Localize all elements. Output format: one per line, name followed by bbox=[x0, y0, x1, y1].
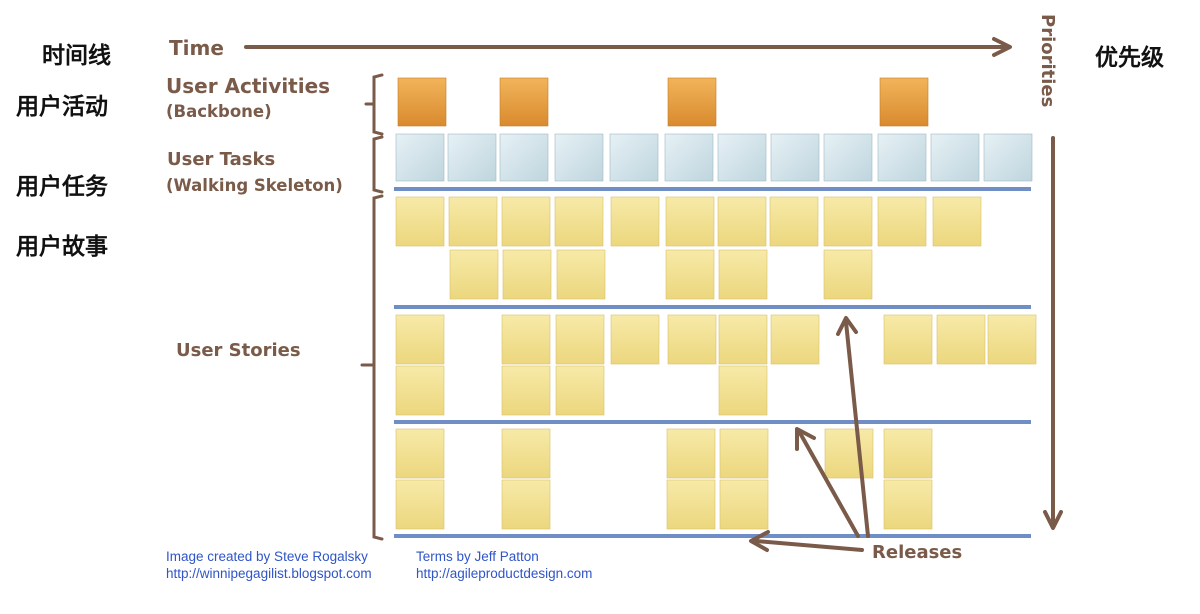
story-note bbox=[719, 479, 769, 530]
story-note bbox=[883, 428, 933, 479]
story-note bbox=[666, 479, 716, 530]
task-note bbox=[877, 133, 927, 182]
story-notes bbox=[395, 196, 1037, 530]
priorities-label: Priorities bbox=[1037, 14, 1058, 108]
story-note bbox=[501, 479, 551, 530]
story-note bbox=[665, 249, 715, 300]
stories-label: User Stories bbox=[176, 340, 301, 361]
story-note bbox=[501, 365, 551, 416]
story-note bbox=[555, 365, 605, 416]
story-note bbox=[824, 428, 874, 479]
story-note bbox=[718, 365, 768, 416]
activities-bracket bbox=[364, 73, 384, 136]
release-arrows bbox=[749, 316, 870, 552]
story-note bbox=[667, 314, 717, 365]
task-notes bbox=[395, 133, 1033, 182]
task-note bbox=[717, 133, 767, 182]
story-note bbox=[883, 479, 933, 530]
terms-credit: Terms by Jeff Patton http://agileproduct… bbox=[416, 548, 592, 582]
story-note bbox=[448, 196, 498, 247]
story-note bbox=[883, 314, 933, 365]
task-note bbox=[554, 133, 604, 182]
activities-label: User Activities bbox=[166, 74, 331, 98]
image-credit: Image created by Steve Rogalsky http://w… bbox=[166, 548, 372, 582]
story-note bbox=[770, 314, 820, 365]
task-note bbox=[609, 133, 659, 182]
releases-label: Releases bbox=[872, 542, 963, 563]
tasks-sublabel: (Walking Skeleton) bbox=[166, 176, 343, 195]
story-note bbox=[554, 196, 604, 247]
story-note bbox=[719, 428, 769, 479]
activity-notes bbox=[397, 77, 929, 127]
task-note bbox=[664, 133, 714, 182]
activity-note bbox=[667, 77, 717, 127]
task-note bbox=[983, 133, 1033, 182]
story-note bbox=[718, 249, 768, 300]
story-note bbox=[666, 428, 716, 479]
terms-credit-author: Terms by Jeff Patton bbox=[416, 549, 539, 564]
story-note bbox=[395, 479, 445, 530]
story-note bbox=[501, 428, 551, 479]
terms-credit-url: http://agileproductdesign.com bbox=[416, 566, 593, 581]
story-note bbox=[932, 196, 982, 247]
image-credit-url: http://winnipegagilist.blogspot.com bbox=[166, 566, 372, 581]
task-note bbox=[823, 133, 873, 182]
story-note bbox=[717, 196, 767, 247]
image-credit-author: Image created by Steve Rogalsky bbox=[166, 549, 368, 564]
story-note bbox=[395, 428, 445, 479]
activity-note bbox=[879, 77, 929, 127]
story-note bbox=[987, 314, 1037, 365]
tasks-label: User Tasks bbox=[167, 149, 276, 170]
activity-note bbox=[499, 77, 549, 127]
story-note bbox=[502, 249, 552, 300]
story-note bbox=[610, 314, 660, 365]
stories-bracket bbox=[360, 194, 384, 541]
priorities-arrow bbox=[1043, 136, 1063, 530]
story-note bbox=[823, 249, 873, 300]
label-timeline: 时间线 bbox=[42, 43, 111, 69]
story-note bbox=[449, 249, 499, 300]
story-note bbox=[556, 249, 606, 300]
story-note bbox=[501, 314, 551, 365]
task-note bbox=[447, 133, 497, 182]
task-note bbox=[930, 133, 980, 182]
story-note bbox=[718, 314, 768, 365]
task-note bbox=[770, 133, 820, 182]
tasks-bracket bbox=[372, 135, 384, 194]
story-note bbox=[610, 196, 660, 247]
label-user-tasks: 用户任务 bbox=[16, 174, 108, 200]
release-arrow bbox=[749, 530, 864, 552]
time-arrow bbox=[244, 37, 1012, 57]
task-note bbox=[499, 133, 549, 182]
label-user-stories: 用户故事 bbox=[16, 234, 108, 260]
story-note bbox=[823, 196, 873, 247]
label-priority: 优先级 bbox=[1095, 45, 1164, 71]
story-note bbox=[555, 314, 605, 365]
release-arrow bbox=[795, 427, 860, 538]
story-note bbox=[395, 314, 445, 365]
activity-note bbox=[397, 77, 447, 127]
label-user-activities: 用户活动 bbox=[16, 94, 108, 120]
task-note bbox=[395, 133, 445, 182]
story-note bbox=[501, 196, 551, 247]
release-lines bbox=[394, 187, 1031, 538]
story-note bbox=[395, 365, 445, 416]
story-note bbox=[665, 196, 715, 247]
activities-sublabel: (Backbone) bbox=[166, 102, 272, 121]
story-note bbox=[877, 196, 927, 247]
story-note bbox=[936, 314, 986, 365]
story-note bbox=[769, 196, 819, 247]
time-label: Time bbox=[169, 36, 224, 60]
release-arrow bbox=[836, 316, 870, 538]
story-note bbox=[395, 196, 445, 247]
